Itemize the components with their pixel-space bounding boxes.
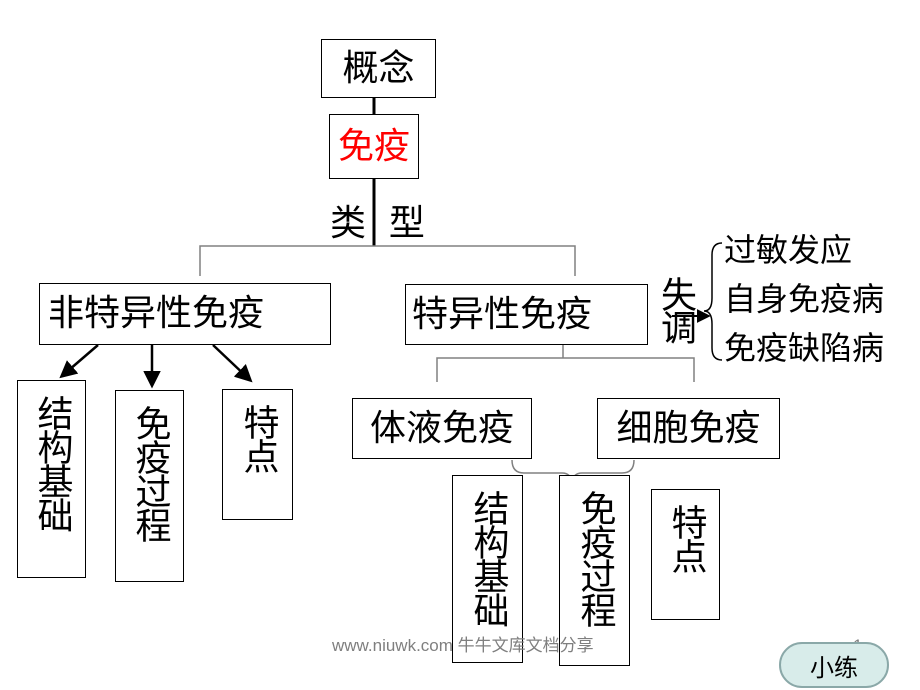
humoral-label: 体液免疫: [369, 407, 514, 449]
nonspecific-feature-label: 特点: [237, 404, 279, 472]
specific-branch-line: [436, 357, 695, 382]
nonspecific-process-box: 免疫过程: [115, 390, 184, 582]
specific-title: 特异性免疫: [412, 293, 593, 335]
specific-structure-label: 结构基础: [467, 490, 509, 626]
disorder-autoimmune: 自身免疫病: [724, 280, 885, 318]
humoral-immunity-box: 体液免疫: [352, 398, 532, 459]
arrow-structure: [59, 344, 99, 379]
cellular-label: 细胞免疫: [616, 407, 761, 449]
specific-structure-box: 结构基础: [452, 475, 523, 663]
types-label: 类 型: [330, 203, 425, 244]
nonspecific-feature-box: 特点: [222, 389, 293, 520]
main-branch-line: [199, 245, 576, 276]
practice-button-label: 小练: [810, 653, 858, 682]
nonspecific-immunity-box: 非特异性免疫: [39, 283, 331, 345]
disorder-immunodeficiency: 免疫缺陷病: [724, 329, 885, 367]
practice-button[interactable]: 小练: [779, 642, 889, 688]
specific-immunity-box: 特异性免疫: [405, 284, 648, 345]
nonspecific-structure-box: 结构基础: [17, 380, 86, 578]
immunity-label: 免疫: [337, 125, 410, 167]
cellular-immunity-box: 细胞免疫: [597, 398, 780, 459]
watermark-text: www.niuwk.com 牛牛文库文档分享: [332, 636, 594, 655]
nonspecific-process-label: 免疫过程: [129, 405, 171, 541]
disorders-brace: [703, 242, 723, 361]
concept-label: 概念: [342, 47, 415, 89]
specific-process-label: 免疫过程: [574, 490, 616, 626]
arrow-feature: [212, 344, 253, 383]
nonspecific-structure-label: 结构基础: [31, 395, 73, 531]
specific-process-box: 免疫过程: [559, 475, 630, 666]
disorder-allergy: 过敏发应: [724, 231, 853, 269]
imbalance-label: 失调: [655, 276, 696, 342]
specific-feature-label: 特点: [665, 504, 707, 572]
nonspecific-title: 非特异性免疫: [48, 293, 265, 334]
specific-feature-box: 特点: [651, 489, 720, 620]
immunity-box: 免疫: [329, 114, 419, 179]
concept-box: 概念: [321, 39, 436, 98]
